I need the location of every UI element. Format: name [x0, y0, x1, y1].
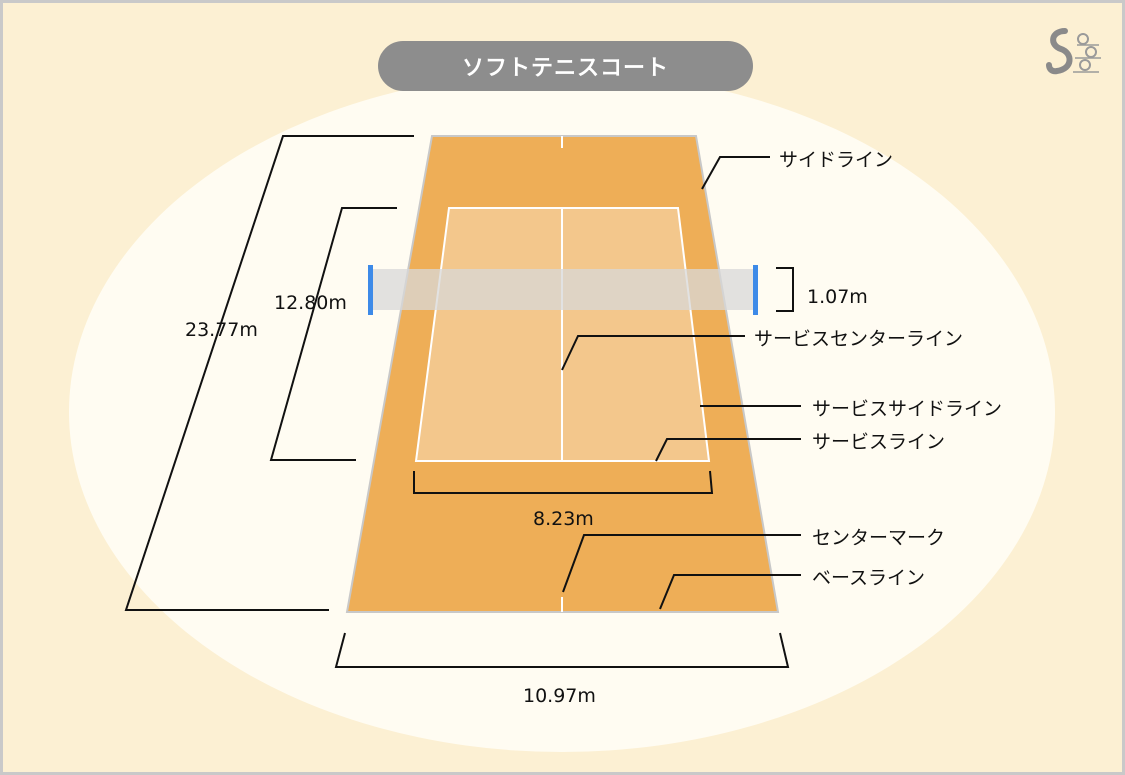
service-side-line-label: サービスサイドライン — [812, 398, 1003, 420]
dimension-line-service-width — [413, 470, 714, 494]
leader-service-center-line — [561, 335, 745, 371]
net-post-right — [753, 265, 758, 315]
service-center-line-label: サービスセンターライン — [754, 328, 964, 350]
sports-logo-icon — [1046, 28, 1101, 75]
base-line-label: ベースライン — [812, 567, 926, 589]
court-width-label: 10.97m — [523, 685, 596, 707]
service-width-label: 8.23m — [533, 508, 594, 530]
leader-center-mark — [562, 534, 801, 593]
service-length-label: 12.80m — [274, 292, 347, 314]
leader-service-line — [655, 438, 801, 462]
court-length-label: 23.77m — [185, 319, 258, 341]
center-mark-label: センターマーク — [812, 527, 946, 549]
leader-side-line — [701, 156, 770, 190]
dimension-line-court-width — [334, 632, 790, 668]
dimension-line-net-height — [776, 267, 794, 312]
net-post-left — [368, 265, 373, 315]
page-title: ソフトテニスコート — [378, 41, 753, 91]
court-diagram — [69, 72, 1055, 752]
service-line-label: サービスライン — [812, 431, 946, 453]
side-line-label: サイドライン — [779, 149, 894, 171]
dimension-line-court-length — [124, 135, 414, 611]
net-height-label: 1.07m — [807, 286, 868, 308]
dimension-line-service-length — [269, 207, 397, 461]
leader-base-line — [659, 574, 801, 610]
net — [371, 269, 755, 310]
